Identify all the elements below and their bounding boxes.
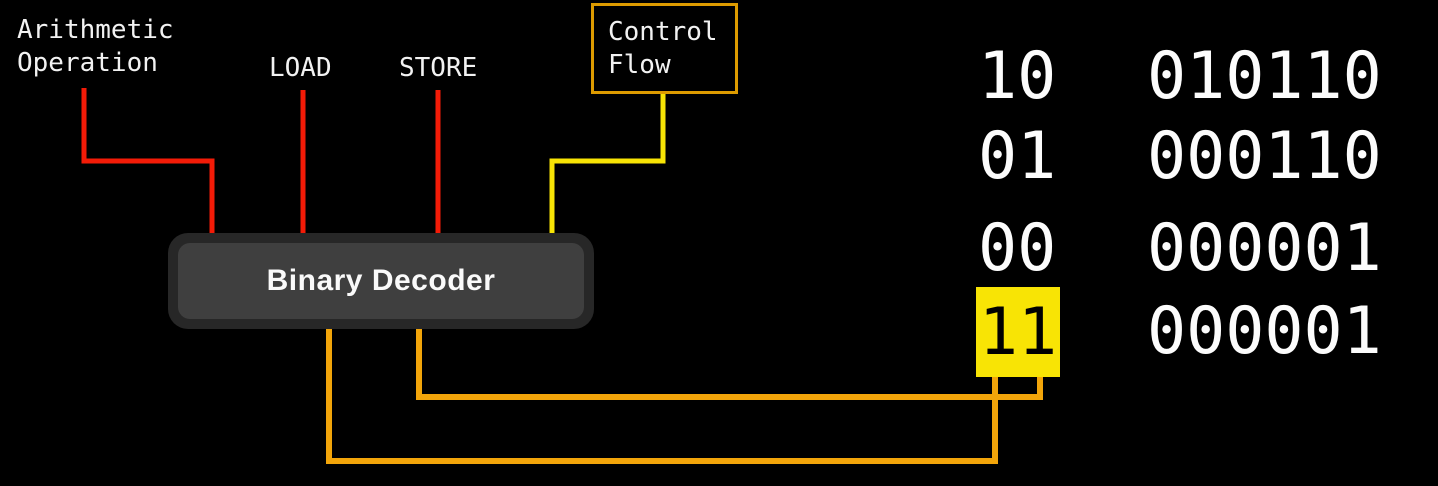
arithmetic-operation-label: Arithmetic Operation xyxy=(17,15,174,78)
store-label: STORE xyxy=(399,53,478,83)
load-label: LOAD xyxy=(269,53,332,83)
decoder-output-wire-a xyxy=(416,326,1043,400)
binary-decoder-inner: Binary Decoder xyxy=(178,243,584,319)
operand-cell: 010110 xyxy=(1147,39,1382,114)
arithmetic-wire xyxy=(81,88,215,240)
control-flow-wire xyxy=(549,90,666,240)
opcode-highlight-cell: 11 xyxy=(976,287,1060,377)
operand-cell: 000001 xyxy=(1147,294,1382,369)
control-flow-box: Control Flow xyxy=(591,3,738,94)
operand-cell: 000110 xyxy=(1147,119,1382,194)
opcode-cell: 00 xyxy=(978,211,1057,286)
binary-decoder-title: Binary Decoder xyxy=(266,264,496,297)
binary-decoder-box: Binary Decoder xyxy=(168,233,594,329)
opcode-cell: 10 xyxy=(978,39,1057,114)
operand-cell: 000001 xyxy=(1147,211,1382,286)
opcode-cell: 01 xyxy=(978,119,1057,194)
control-flow-label: Control Flow xyxy=(608,17,718,80)
decoder-output-wire-b xyxy=(326,326,998,464)
